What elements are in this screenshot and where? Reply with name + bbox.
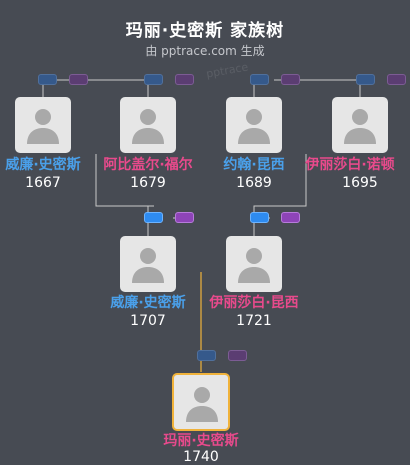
person-name[interactable]: 伊丽莎白·昆西	[209, 295, 299, 311]
person-name[interactable]: 约翰·昆西	[223, 157, 285, 173]
female-marker-icon[interactable]	[175, 74, 194, 85]
person-birth-year: 1721	[236, 313, 272, 329]
person-birth-year: 1667	[25, 175, 61, 191]
person-card-avatar[interactable]	[120, 97, 176, 153]
person-silhouette-icon	[130, 106, 166, 144]
person-name[interactable]: 威廉·史密斯	[5, 157, 81, 173]
male-marker-icon[interactable]	[356, 74, 375, 85]
person-silhouette-icon	[236, 106, 272, 144]
female-marker-icon[interactable]	[175, 212, 194, 223]
person-name[interactable]: 伊丽莎白·诺顿	[305, 157, 395, 173]
male-marker-icon[interactable]	[250, 74, 269, 85]
male-marker-icon[interactable]	[144, 74, 163, 85]
person-birth-year: 1707	[130, 313, 166, 329]
person-silhouette-icon	[342, 106, 378, 144]
person-card-avatar[interactable]	[226, 97, 282, 153]
person-silhouette-icon	[130, 245, 166, 283]
female-marker-icon[interactable]	[69, 74, 88, 85]
person-name[interactable]: 威廉·史密斯	[110, 295, 186, 311]
person-card-avatar[interactable]	[226, 236, 282, 292]
person-card-avatar[interactable]	[120, 236, 176, 292]
page-subtitle: 由 pptrace.com 生成	[145, 44, 265, 58]
person-card-avatar[interactable]	[15, 97, 71, 153]
female-marker-icon[interactable]	[387, 74, 406, 85]
person-birth-year: 1689	[236, 175, 272, 191]
self-birth-year: 1740	[183, 449, 219, 465]
female-marker-icon[interactable]	[281, 212, 300, 223]
page-title: 玛丽·史密斯 家族树	[125, 21, 285, 41]
self-card-avatar[interactable]	[172, 373, 230, 431]
person-silhouette-icon	[25, 106, 61, 144]
person-card-avatar[interactable]	[332, 97, 388, 153]
person-silhouette-icon	[184, 384, 220, 422]
female-marker-icon[interactable]	[228, 350, 247, 361]
person-birth-year: 1679	[130, 175, 166, 191]
male-marker-icon[interactable]	[197, 350, 216, 361]
person-silhouette-icon	[236, 245, 272, 283]
male-marker-icon[interactable]	[38, 74, 57, 85]
male-marker-icon[interactable]	[144, 212, 163, 223]
female-marker-icon[interactable]	[281, 74, 300, 85]
person-name[interactable]: 阿比盖尔·福尔	[103, 157, 193, 173]
person-birth-year: 1695	[342, 175, 378, 191]
self-name[interactable]: 玛丽·史密斯	[163, 433, 239, 449]
male-marker-icon[interactable]	[250, 212, 269, 223]
